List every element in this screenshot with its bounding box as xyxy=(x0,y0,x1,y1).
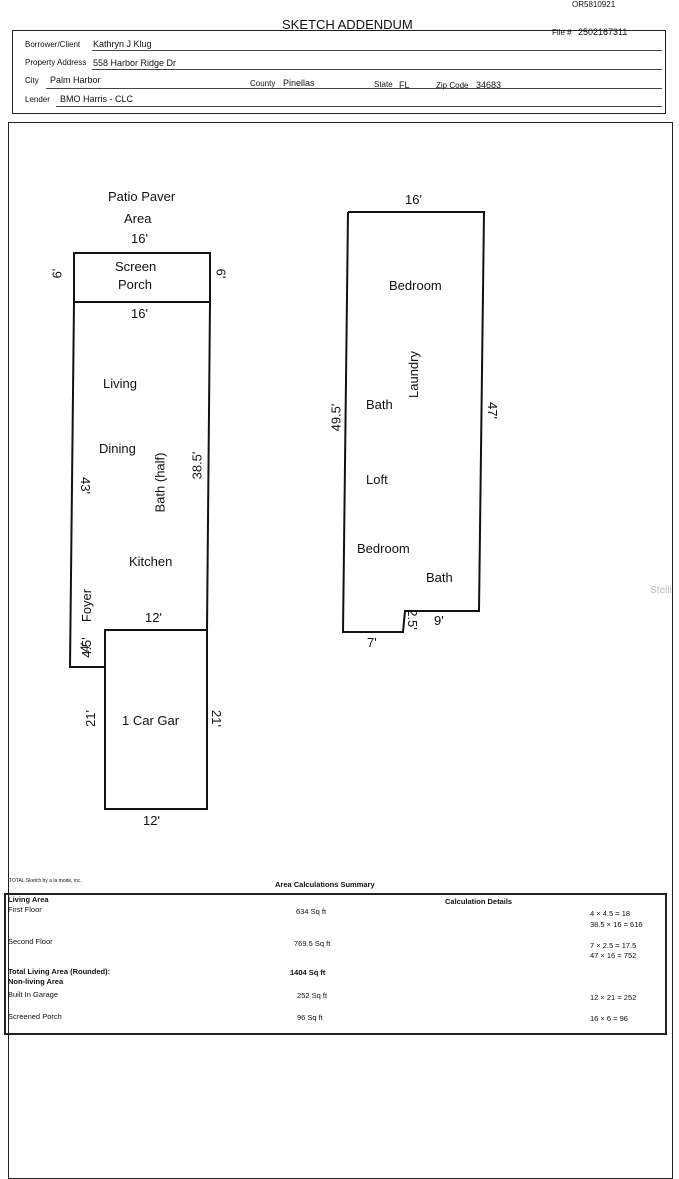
porch-top-dim: 16' xyxy=(131,231,148,246)
garage-left-dim: 21' xyxy=(82,710,98,727)
kitchen-label: Kitchen xyxy=(129,554,173,569)
borrower-value: Kathryn J Klug xyxy=(93,39,152,49)
second-right-dim: 47' xyxy=(484,402,500,419)
address-value: 558 Harbor Ridge Dr xyxy=(93,58,177,68)
garage-right-dim: 21' xyxy=(208,710,224,727)
address-label: Property Address xyxy=(25,58,87,67)
page-title: SKETCH ADDENDUM xyxy=(282,17,413,32)
side-text: Stelli xyxy=(650,585,672,596)
second-floor-label: Second Floor xyxy=(8,937,53,946)
garage-area-value: 252 Sq ft xyxy=(297,991,328,1000)
second-left-dim: 49.5' xyxy=(328,403,344,432)
county-value: Pinellas xyxy=(283,78,315,88)
lender-value: BMO Harris - CLC xyxy=(60,94,134,104)
porch-area-value: 96 Sq ft xyxy=(297,1013,323,1022)
header-box xyxy=(12,30,666,114)
foyer-dim-b: 4.5' xyxy=(78,637,94,658)
notch-h-dim: 9' xyxy=(434,613,444,628)
file-label: File # xyxy=(552,28,572,37)
garage-bottom-dim: 12' xyxy=(143,813,160,828)
notch-v-dim: 2.5' xyxy=(404,609,420,630)
second-bottom-dim: 7' xyxy=(367,635,377,650)
borrower-label: Borrower/Client xyxy=(25,40,81,49)
porch-calc: 16 × 6 = 96 xyxy=(590,1014,628,1023)
zip-label: Zip Code xyxy=(436,81,469,90)
calc-details-heading: Calculation Details xyxy=(445,897,513,906)
garage-top-dim: 12' xyxy=(145,610,162,625)
garage-calc: 12 × 21 = 252 xyxy=(590,993,637,1002)
summary-title: Area Calculations Summary xyxy=(275,880,375,889)
first-right-dim: 38.5' xyxy=(189,451,205,480)
file-number: 2502167311 xyxy=(578,27,628,37)
non-living-heading: Non-living Area xyxy=(8,977,64,986)
bath1-label: Bath xyxy=(366,397,393,412)
city-label: City xyxy=(25,76,39,85)
porch-label-2: Porch xyxy=(118,277,152,292)
city-value: Palm Harbor xyxy=(50,75,101,85)
bath2-label: Bath xyxy=(426,570,453,585)
porch-label-1: Screen xyxy=(115,259,157,274)
state-label: State xyxy=(374,80,393,89)
total-living-label: Total Living Area (Rounded): xyxy=(8,967,111,976)
first-floor-label: First Floor xyxy=(8,905,42,914)
patio-label-2: Area xyxy=(124,211,152,226)
porch-left-dim: 6' xyxy=(49,268,65,279)
garage-area-label: Built In Garage xyxy=(8,990,59,999)
dining-label: Dining xyxy=(99,441,136,456)
software-note: TOTAL Sketch by a la mode, inc. xyxy=(9,878,82,884)
bedroom1-label: Bedroom xyxy=(389,278,442,293)
garage-outline xyxy=(104,629,208,810)
garage-label: 1 Car Gar xyxy=(122,713,180,728)
second-floor-outline xyxy=(341,211,486,633)
laundry-label: Laundry xyxy=(405,351,421,398)
zip-value: 34683 xyxy=(476,80,502,90)
second-floor-calc-2: 47 × 16 = 752 xyxy=(590,951,637,960)
porch-outline xyxy=(73,252,211,303)
first-floor-area: 634 Sq ft xyxy=(296,907,327,916)
lender-label: Lender xyxy=(25,95,50,104)
summary-box xyxy=(4,893,667,1035)
second-floor-area: 769.5 Sq ft xyxy=(294,939,331,948)
patio-label-1: Patio Paver xyxy=(108,189,176,204)
living-label: Living xyxy=(103,376,137,391)
foyer-label: Foyer xyxy=(79,588,95,623)
state-value: FL xyxy=(399,80,410,90)
first-floor-calc-1: 4 × 4.5 = 18 xyxy=(590,909,631,918)
total-living-value: 1404 Sq ft xyxy=(290,968,326,977)
county-label: County xyxy=(250,79,276,88)
second-floor-calc-1: 7 × 2.5 = 17.5 xyxy=(590,941,637,950)
main-top-dim: 16' xyxy=(131,306,148,321)
order-number: OR5810921 xyxy=(572,0,616,9)
porch-area-label: Screened Porch xyxy=(8,1012,62,1021)
loft-label: Loft xyxy=(366,472,388,487)
first-floor-calc-2: 38.5 × 16 = 616 xyxy=(590,920,643,929)
bath-half-label: Bath (half) xyxy=(152,452,168,513)
second-top-dim: 16' xyxy=(405,192,422,207)
porch-right-dim: 6' xyxy=(213,268,229,279)
first-left-dim: 43' xyxy=(77,477,93,494)
bedroom2-label: Bedroom xyxy=(357,541,410,556)
living-area-heading: Living Area xyxy=(8,895,49,904)
